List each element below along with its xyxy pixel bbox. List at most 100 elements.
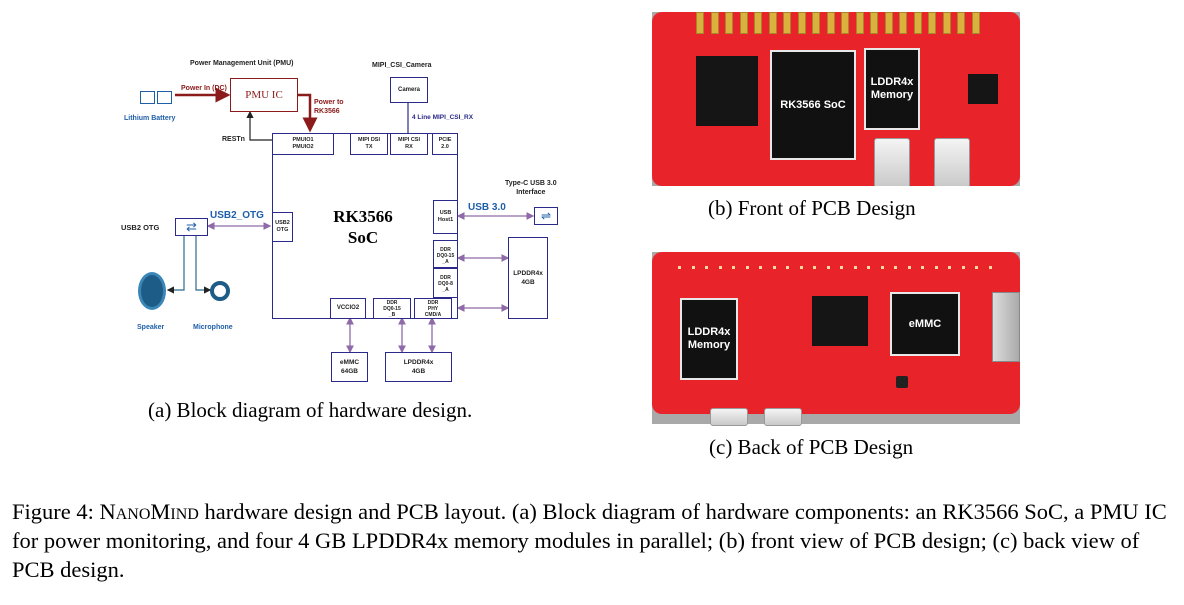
header-pin xyxy=(971,12,980,34)
port-pmuio: PMUIO1 PMUIO2 xyxy=(272,133,334,155)
header-pad xyxy=(948,266,951,269)
typec-label: Type-C USB 3.0 Interface xyxy=(505,180,557,196)
header-pin xyxy=(768,12,777,34)
header-pad xyxy=(975,266,978,269)
microphone-icon xyxy=(210,281,230,301)
usb-c-port-2 xyxy=(934,138,970,186)
header-pad xyxy=(853,266,857,269)
header-pin xyxy=(797,12,806,34)
power-to-label: Power to RK3566 xyxy=(314,99,344,115)
camera-box: Camera xyxy=(390,77,428,103)
header-pin xyxy=(884,12,893,34)
emmc-box: eMMC 64GB xyxy=(331,352,368,382)
header-pin xyxy=(913,12,922,34)
usb-c-port-1 xyxy=(874,138,910,186)
header-pad xyxy=(718,266,722,269)
gpio-header xyxy=(696,12,986,36)
back-processor-chip xyxy=(812,296,868,346)
soc-chip: RK3566 SoC xyxy=(770,50,856,160)
usb-controller-chip xyxy=(968,74,998,104)
back-usb-c-2 xyxy=(764,408,802,426)
port-vccio2: VCCIO2 xyxy=(330,298,366,319)
camera-title: MIPI_CSI_Camera xyxy=(372,62,432,69)
header-pin xyxy=(957,12,965,34)
header-pin xyxy=(855,12,864,34)
usb3-icon: ⇌ xyxy=(534,207,558,225)
header-pin xyxy=(928,12,936,34)
usb3-link-label: USB 3.0 xyxy=(468,202,506,213)
port-ddr-phy: DDR PHY CMD/A xyxy=(414,298,452,319)
usb2-otg-icon: ⇄ xyxy=(175,218,208,236)
emmc-chip: eMMC xyxy=(890,292,960,356)
header-pin xyxy=(899,12,907,34)
figure-caption-text: hardware design and PCB layout. (a) Bloc… xyxy=(12,499,1167,582)
battery-label: Lithium Battery xyxy=(124,115,176,122)
header-pad xyxy=(921,266,924,269)
header-pin xyxy=(783,12,791,34)
pmu-ic-box: PMU IC xyxy=(230,78,298,112)
header-pin xyxy=(841,12,849,34)
header-pad xyxy=(691,266,695,269)
lpddr-right-box: LPDDR4x 4GB xyxy=(508,237,548,319)
header-pad xyxy=(907,266,911,269)
caption-a: (a) Block diagram of hardware design. xyxy=(148,398,473,422)
header-pad xyxy=(759,266,762,269)
header-pin xyxy=(710,12,719,34)
header-pin xyxy=(812,12,820,34)
pcb-back-image: LDDR4x Memory eMMC xyxy=(652,252,1020,426)
soc-name: RK3566 xyxy=(333,206,393,226)
header-pin xyxy=(942,12,951,34)
restn-label: RESTn xyxy=(222,136,245,143)
figure-caption: Figure 4: NanoMind hardware design and P… xyxy=(12,497,1182,584)
caption-c: (c) Back of PCB Design xyxy=(709,435,914,459)
header-pad xyxy=(961,266,965,269)
port-mipi-csi: MIPI CSI RX xyxy=(390,133,428,155)
soc-label: RK3566 SoC xyxy=(293,155,433,298)
power-in-label: Power In (DC) xyxy=(181,85,227,92)
header-pad xyxy=(745,266,749,269)
back-usb-c-1 xyxy=(710,408,748,426)
usb2-otg-label: USB2 OTG xyxy=(121,223,160,232)
pcb-back-board: LDDR4x Memory eMMC xyxy=(652,252,1020,414)
speaker-line xyxy=(166,236,185,294)
speaker-label: Speaker xyxy=(137,324,165,331)
header-pad xyxy=(826,266,830,269)
port-usb-host: USB Host1 xyxy=(433,200,458,234)
battery-icon xyxy=(140,91,172,109)
header-pad xyxy=(934,266,938,269)
usb2-otg-link-label: USB2_OTG xyxy=(210,210,264,221)
speaker-icon xyxy=(138,272,166,310)
mic-line xyxy=(195,236,212,294)
header-pin xyxy=(870,12,878,34)
caption-b: (b) Front of PCB Design xyxy=(708,196,916,220)
port-pcie: PCIE 2.0 xyxy=(432,133,458,155)
header-pad xyxy=(880,266,884,269)
header-pin xyxy=(754,12,762,34)
pcb-front-board: RK3566 SoC LDDR4x Memory xyxy=(652,12,1020,186)
pmu-chip xyxy=(696,56,758,126)
header-pin xyxy=(725,12,733,34)
port-mipi-dsi: MIPI DSI TX xyxy=(350,133,388,155)
header-pin xyxy=(696,12,704,34)
soc-sub: SoC xyxy=(347,227,379,247)
header-pad xyxy=(786,266,789,269)
figure-caption-prefix: Figure 4: xyxy=(12,499,100,524)
power-to-soc-arrow xyxy=(298,93,318,133)
header-pad xyxy=(705,266,708,269)
header-pad xyxy=(732,266,735,269)
back-memory-chip: LDDR4x Memory xyxy=(680,298,738,380)
header-pad xyxy=(813,266,816,269)
header-pin xyxy=(739,12,748,34)
pmu-title: Power Management Unit (PMU) xyxy=(190,60,294,67)
port-ddr-2: DDR DQ0-8 _A xyxy=(433,268,458,298)
port-ddr-b: DDR DQ0-15 _B xyxy=(373,298,411,319)
sd-card-slot xyxy=(992,292,1020,362)
lpddr-bottom-box: LPDDR4x 4GB xyxy=(385,352,452,382)
microphone-label: Microphone xyxy=(193,324,233,331)
memory-chip: LDDR4x Memory xyxy=(864,48,920,130)
figure-caption-name: NanoMind xyxy=(99,499,199,524)
pcb-front-image: RK3566 SoC LDDR4x Memory xyxy=(652,12,1020,186)
header-pad xyxy=(772,266,776,269)
header-pin xyxy=(826,12,835,34)
header-pad xyxy=(867,266,870,269)
